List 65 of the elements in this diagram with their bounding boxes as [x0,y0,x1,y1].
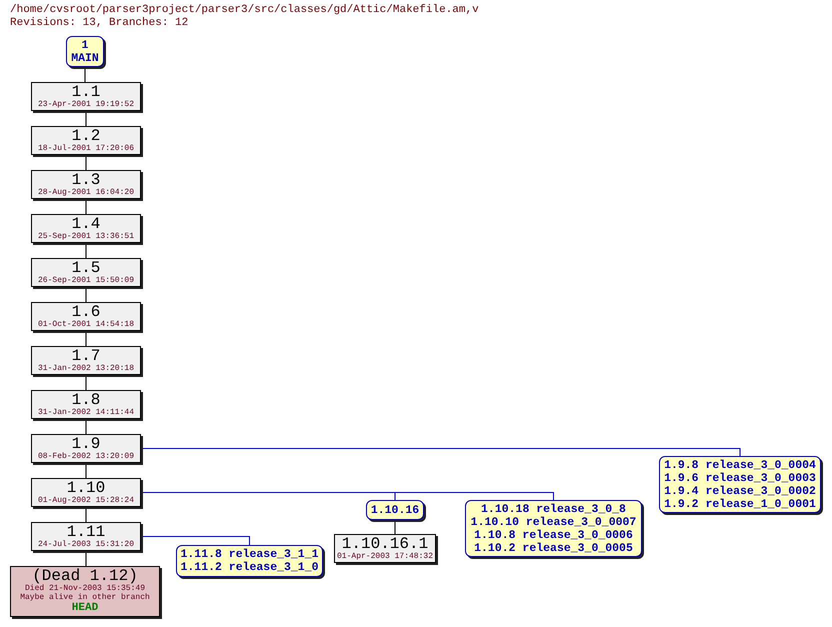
revision-number: 1.2 [72,128,100,144]
branch-label: 1.10.16 [370,504,420,516]
revision-number: 1.10.16.1 [342,536,428,552]
tag-label: 1.10.8 release_3_0_0006 [474,528,633,542]
revision-box [334,534,436,563]
revision-date: 25-Sep-2001 13:36:51 [38,232,134,241]
revision-date: 23-Apr-2001 19:19:52 [38,100,134,109]
revision-number: 1.11 [66,524,106,540]
tag-label: 1.10.10 release_3_0_0007 [470,516,636,528]
file-path: /home/cvsroot/parser3project/parser3/src/classes/gd/Attic/Makefile.am,v [10,4,479,17]
revision-date: 18-Jul-2001 17:20:06 [38,144,134,153]
revision-box [31,82,141,111]
revision-box [31,434,141,463]
branch-line [84,66,86,82]
branch-box [66,36,104,67]
branch-line [140,536,250,546]
revision-box [31,302,141,331]
tag-label: 1.10.2 release_3_0_0005 [474,542,633,554]
tag-label: 1.9.2 release_1_0_0001 [664,498,816,510]
tag-label: HEAD [72,602,98,615]
tag-label: 1.9.8 release_3_0_0004 [664,458,816,472]
revision-box [31,258,141,287]
revision-number: (Dead 1.12) [32,568,138,584]
summary-text: Revisions: 13, Branches: 12 [10,17,188,30]
tag-label: 1.10.18 release_3_0_8 [481,502,626,516]
branch-box [366,500,424,520]
revision-box [31,346,141,375]
branch-label: 1 [82,38,88,52]
tag-label: 1.11.8 release_3_1_1 [180,548,319,561]
revision-date: 24-Jul-2003 15:31:20 [38,540,134,549]
revision-date: 28-Aug-2001 16:04:20 [38,188,134,197]
revision-date: 01-Apr-2003 17:48:32 [336,552,433,561]
dead-revision-box [10,566,160,617]
revision-date: 26-Sep-2001 15:50:09 [38,276,134,285]
revision-number: 1.1 [72,84,100,100]
revision-date: 31-Jan-2002 14:11:44 [38,408,134,417]
tag-label: 1.11.2 release_3_1_0 [180,561,319,574]
tag-box [176,545,323,577]
revision-number: 1.3 [72,172,100,188]
tag-label: 1.9.4 release_3_0_0002 [664,484,816,498]
branch-line [394,520,396,534]
revision-box [31,390,141,419]
revision-number: 1.4 [72,216,100,232]
revision-note: Died 21-Nov-2003 15:35:49 [24,584,146,593]
revision-number: 1.5 [72,260,100,276]
revision-number: 1.8 [72,392,100,408]
branch-label: MAIN [71,52,99,64]
revision-date: 01-Oct-2001 14:54:18 [38,320,134,329]
revision-number: 1.9 [72,436,100,452]
revision-number: 1.7 [72,348,100,364]
revision-date: 08-Feb-2002 13:20:09 [38,452,134,461]
tag-box [659,456,821,513]
revision-box [31,214,141,243]
revision-note: Maybe alive in other branch [20,593,150,602]
revision-box [31,170,141,199]
revision-number: 1.10 [66,480,106,496]
tag-box [465,500,642,557]
tag-label: 1.9.6 release_3_0_0003 [664,472,816,484]
branch-line [140,448,740,456]
revision-box [31,522,141,551]
revision-number: 1.6 [72,304,100,320]
revision-box [31,126,141,155]
revision-date: 31-Jan-2002 13:20:18 [38,364,134,373]
revision-box [31,478,141,507]
revision-date: 01-Aug-2002 15:28:24 [38,496,134,505]
